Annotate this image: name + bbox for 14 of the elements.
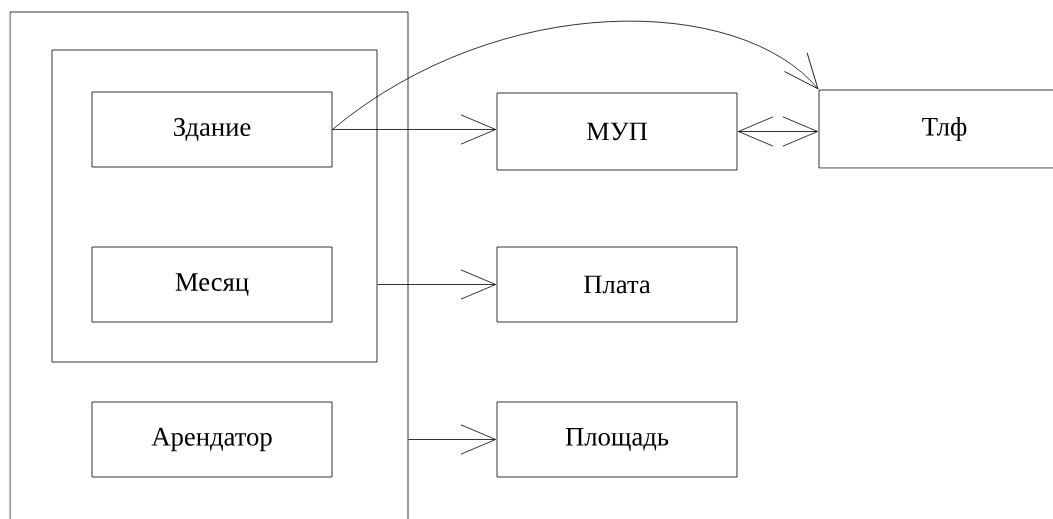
entity-box: МУП — [496, 92, 738, 171]
arrow — [377, 269, 496, 300]
entity-box: Месяц — [91, 246, 333, 323]
entity-box: Плата — [496, 246, 738, 323]
arrow — [738, 116, 818, 147]
arrow — [332, 114, 496, 145]
entity-box: Площадь — [496, 401, 738, 478]
frame-box — [9, 11, 409, 519]
frame-box — [51, 49, 378, 363]
entity-box: Тлф — [818, 89, 1053, 169]
entity-box: Арендатор — [91, 401, 333, 478]
arrow — [408, 424, 496, 455]
arrow — [332, 21, 819, 130]
entity-box: Здание — [91, 91, 333, 168]
